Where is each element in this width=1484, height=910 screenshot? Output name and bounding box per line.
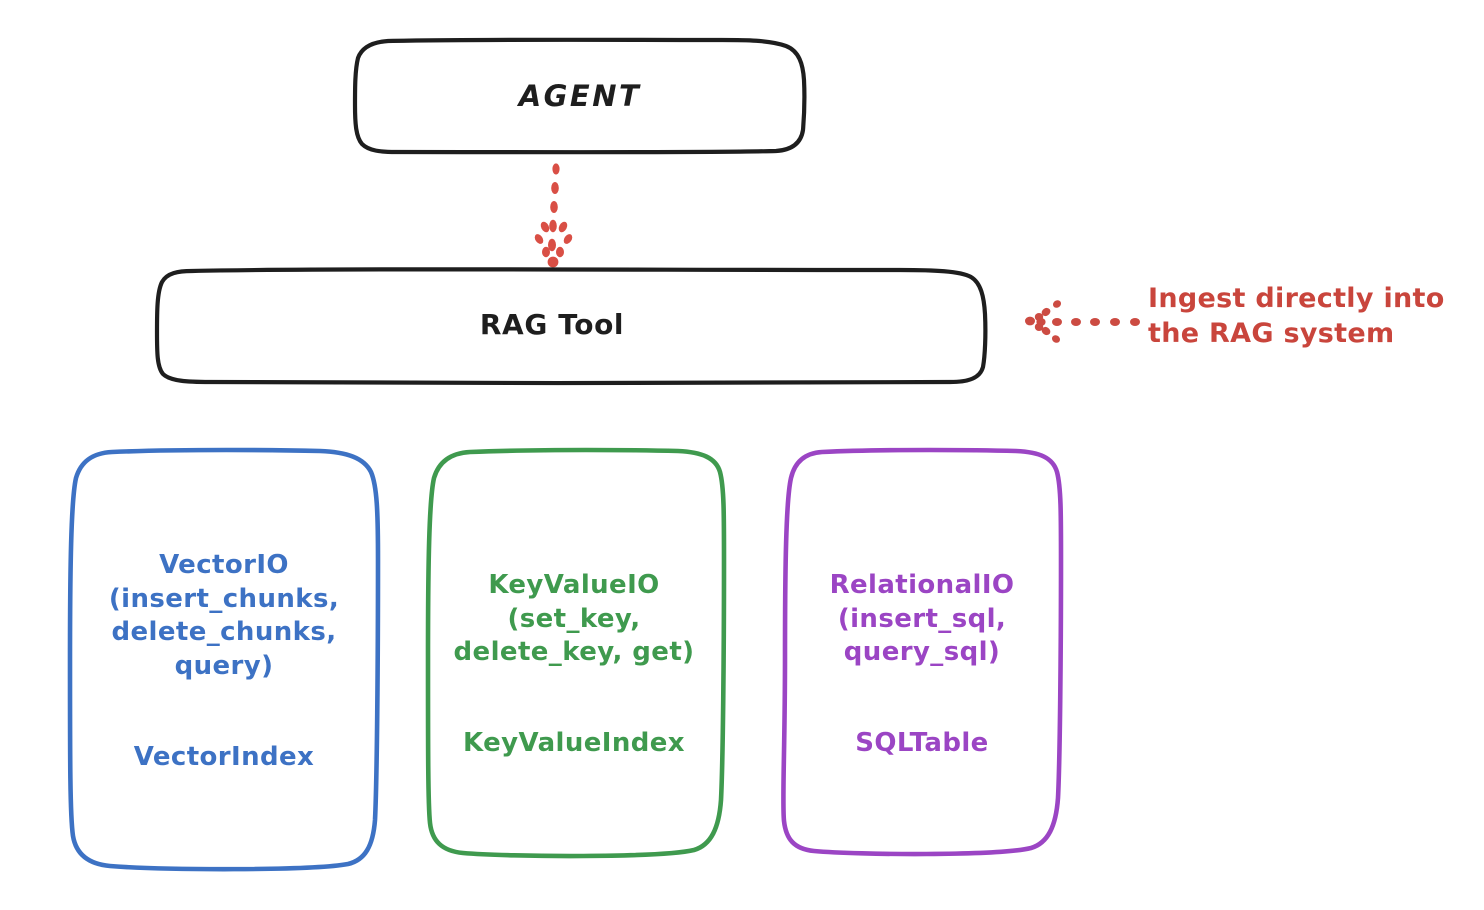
agent-box-outline	[352, 37, 807, 155]
rag-tool-box-outline	[154, 267, 988, 386]
ingest-annotation-label: Ingest directly into the RAG system	[1148, 283, 1445, 350]
relational-io-box-outline	[781, 447, 1064, 857]
rag-tool-node[interactable]	[154, 267, 988, 386]
vector-io-box-outline	[67, 447, 381, 872]
vector-io-node[interactable]	[67, 447, 381, 872]
agent-to-ragtool-arrow-icon	[534, 163, 573, 268]
relational-io-node[interactable]	[781, 447, 1064, 857]
ingest-arrow-icon	[1025, 300, 1140, 343]
agent-node[interactable]	[352, 37, 807, 155]
key-value-io-box-outline	[425, 447, 727, 859]
key-value-io-node[interactable]	[425, 447, 727, 859]
